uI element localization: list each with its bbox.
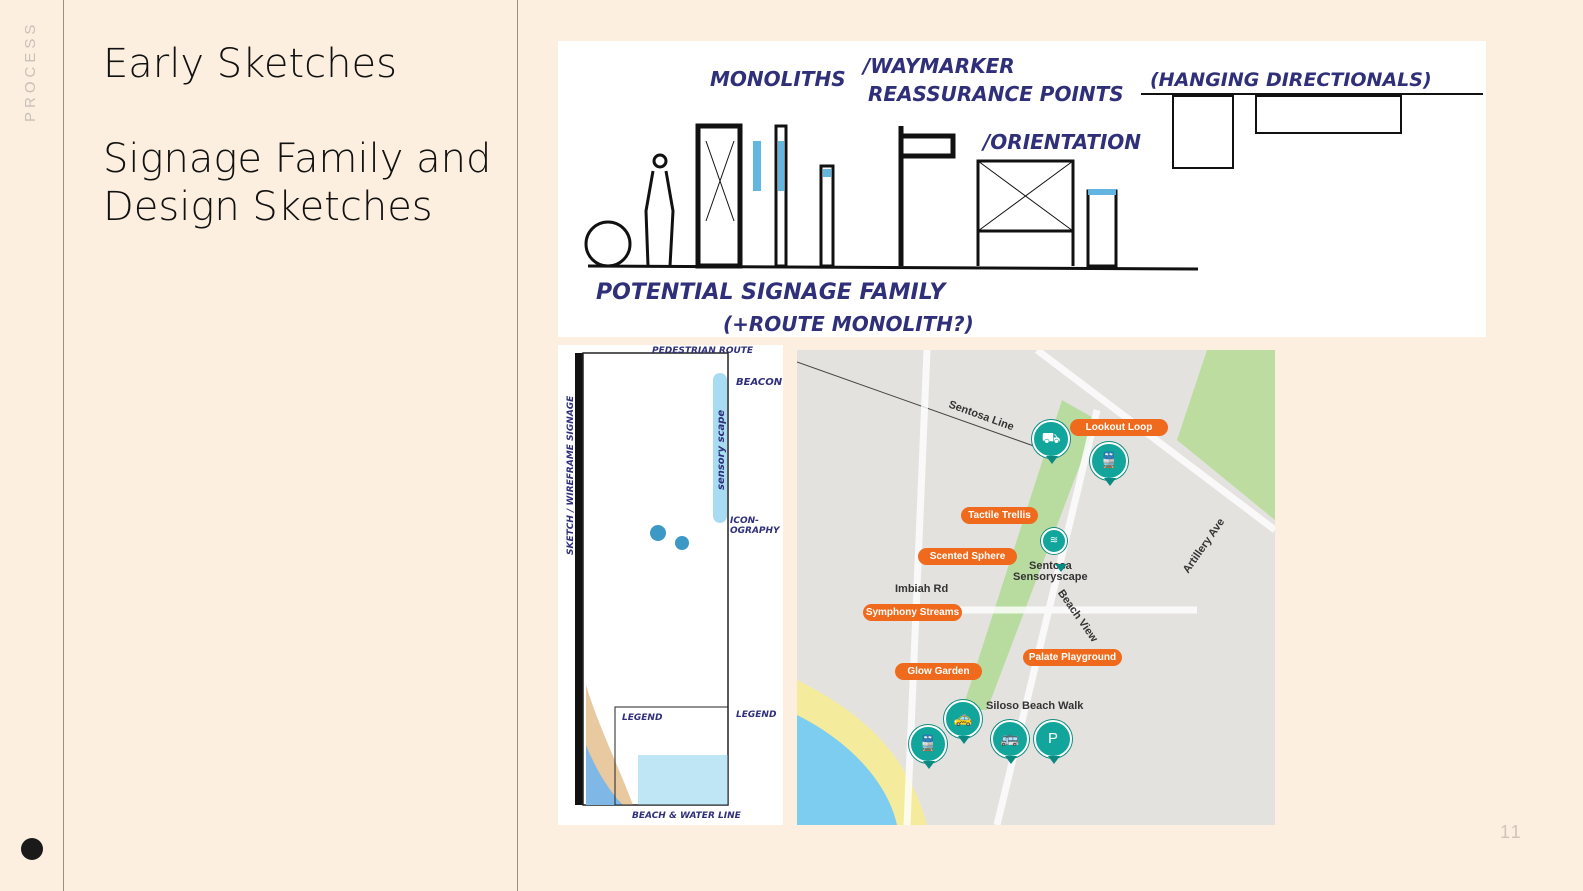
wireframe-drawing: PEDESTRIAN ROUTE BEACON ICON- OGRAPHY LE… — [566, 346, 783, 821]
label-vertical: SKETCH / WIREFRAME SIGNAGE — [566, 395, 576, 555]
label-orientation: /ORIENTATION — [981, 130, 1141, 154]
content-divider — [517, 0, 518, 891]
left-divider — [63, 0, 64, 891]
street-imbiah: Imbiah Rd — [895, 583, 949, 595]
cable-car-icon[interactable]: ⛟ — [1032, 420, 1070, 464]
label-reassurance: REASSURANCE POINTS — [868, 82, 1124, 106]
label-sensory: sensory scape — [716, 410, 727, 490]
label-pedestrian-route: PEDESTRIAN ROUTE — [652, 346, 754, 356]
map-base — [797, 350, 1275, 825]
legend-box-label: LEGEND — [622, 713, 663, 723]
poi-scented-sphere[interactable]: Scented Sphere — [918, 548, 1017, 565]
wireframe-signage-sketch: PEDESTRIAN ROUTE BEACON ICON- OGRAPHY LE… — [558, 345, 783, 825]
taxi-icon[interactable]: 🚕 — [944, 700, 982, 744]
page-number: 11 — [1500, 822, 1523, 842]
poi-lookout-loop[interactable]: Lookout Loop — [1070, 419, 1168, 436]
label-beach-water: BEACH & WATER LINE — [632, 811, 742, 821]
label-legend: LEGEND — [736, 710, 777, 720]
train-icon-2[interactable]: 🚆 — [909, 725, 947, 769]
section-label: PROCESS — [22, 20, 39, 122]
street-siloso: Siloso Beach Walk — [986, 700, 1084, 712]
label-waymarker: /WAYMARKER — [861, 54, 1015, 78]
label-icon: ICON- — [730, 516, 759, 526]
nav-dot[interactable] — [21, 838, 43, 860]
sketch-drawing: MONOLITHS /WAYMARKER REASSURANCE POINTS … — [584, 54, 1483, 336]
signage-family-sketch: MONOLITHS /WAYMARKER REASSURANCE POINTS … — [558, 41, 1486, 337]
parking-icon[interactable]: P — [1034, 720, 1072, 764]
sensoryscape-label-2: Sensoryscape — [1013, 571, 1088, 583]
page-subtitle-line1: Signage Family and — [103, 136, 492, 182]
label-ography: OGRAPHY — [730, 526, 781, 536]
site-map[interactable]: Sentosa Line Imbiah Rd Beach View Artill… — [797, 350, 1275, 825]
label-route-monolith: (+ROUTE MONOLITH?) — [723, 312, 974, 336]
poi-palate-playground[interactable]: Palate Playground — [1023, 649, 1122, 666]
bus-icon[interactable]: 🚌 — [991, 720, 1029, 764]
poi-glow-garden[interactable]: Glow Garden — [895, 663, 982, 680]
label-beacon: BEACON — [736, 377, 783, 388]
train-icon[interactable]: 🚆 — [1090, 442, 1128, 486]
label-family: POTENTIAL SIGNAGE FAMILY — [596, 280, 947, 305]
sensoryscape-pin-icon[interactable]: ≋ — [1041, 528, 1067, 572]
page-title: Early Sketches — [103, 41, 397, 87]
poi-symphony-streams[interactable]: Symphony Streams — [863, 604, 962, 621]
label-hanging: (HANGING DIRECTIONALS) — [1150, 69, 1432, 91]
label-monoliths: MONOLITHS — [710, 67, 846, 91]
poi-tactile-trellis[interactable]: Tactile Trellis — [961, 507, 1038, 524]
page-subtitle-line2: Design Sketches — [103, 184, 433, 230]
